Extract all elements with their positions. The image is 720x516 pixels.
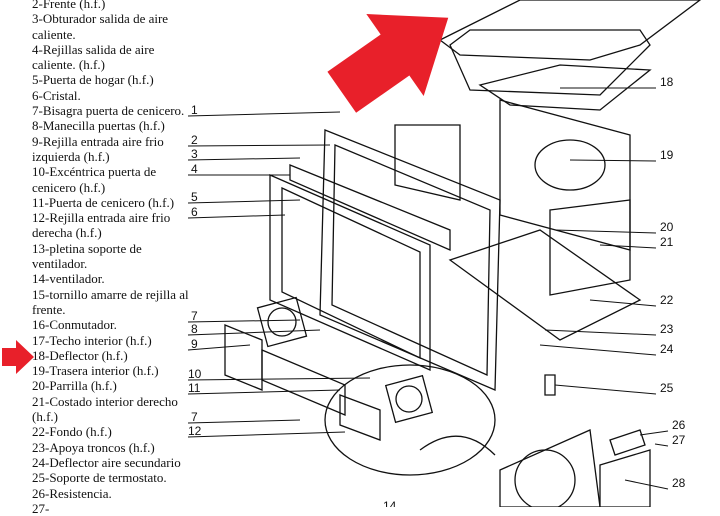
deflector-part [449,29,651,96]
leader-line [554,229,657,234]
parts-list-item: 9-Rejilla entrada aire frio [32,133,164,149]
callout-label: 28 [672,476,686,490]
parts-list-item: 11-Puerta de cenicero (h.f.) [32,194,175,210]
callout-label: 7 [191,410,198,424]
parts-list-item: frente. [32,301,66,317]
leader-line [187,214,286,219]
leader-line [539,344,657,356]
leader-line [569,159,657,162]
parts-list-item: 18-Deflector (h.f.) [32,347,128,363]
leader-line [187,144,331,147]
callout-label: 9 [191,337,198,351]
parts-list-item: 15-tornillo amarre de rejilla al [32,286,189,302]
callout-label: 11 [188,381,201,395]
parts-list-item: 4-Rejillas salida de aire [32,41,155,57]
leader-line [187,419,301,424]
parts-list-item: 21-Costado interior derecho [32,393,178,409]
parts-list: 2-Frente (h.f.)3-Obturador salida de air… [32,0,192,516]
parts-list-item: 8-Manecilla puertas (h.f.) [32,118,165,134]
leader-line [624,479,669,490]
side-panel [549,199,631,296]
door [269,174,431,371]
parts-list-item: caliente. (h.f.) [32,57,105,73]
callout-label: 14 [383,499,397,507]
parts-list-item: caliente. [32,26,76,42]
leader-line [187,389,341,395]
parts-list-item: 10-Excéntrica puerta de [32,164,157,180]
callout-label: 4 [191,162,198,176]
parts-list-item: ventilador. [32,256,88,272]
parts-list-item: derecha (h.f.) [32,225,102,241]
leader-line [187,344,251,351]
callout-label: 6 [191,205,198,219]
callout-label: 1 [191,103,198,117]
leader-line [589,299,657,307]
leader-line [187,157,301,161]
rear-panel [499,99,631,251]
leader-line [639,430,669,436]
leader-line [599,244,657,249]
parts-list-item: 7-Bisagra puerta de cenicero. [32,103,185,119]
callout-label: 24 [660,342,674,356]
callout-label: 20 [660,220,674,234]
leader-line [187,329,321,336]
callout-label: 21 [660,235,674,249]
leader-line [187,111,341,117]
parts-list-item: 5-Puerta de hogar (h.f.) [32,72,154,88]
leader-line [187,377,371,381]
callout-label: 18 [660,75,674,89]
callout-label: 3 [191,147,198,161]
parts-list-item: 12-Rejilla entrada aire frio [32,210,171,226]
parts-list-item: 24-Deflector aire secundario [32,454,181,470]
fan [256,296,308,348]
parts-list-item: 14-ventilador. [32,271,105,287]
parts-list-item: 25-Soporte de termostato. [32,470,167,486]
leader-line [187,319,301,323]
grille [394,124,461,201]
parts-list-item: 23-Apoya troncos (h.f.) [32,439,155,455]
red-arrow-small-icon [2,340,34,374]
callout-label: 27 [672,433,686,447]
top-cover [438,0,702,61]
callout-label: 22 [660,293,674,307]
parts-list-item: 17-Techo interior (h.f.) [32,332,152,348]
parts-list-item: 2-Frente (h.f.) [32,0,106,11]
parts-list-item: (h.f.) [32,409,58,425]
leader-line [544,329,657,336]
callout-label: 19 [660,148,674,162]
parts-list-item: cenicero (h.f.) [32,179,106,195]
parts-list-item: izquierda (h.f.) [32,148,110,164]
parts-list-item: 13-pletina soporte de [32,240,142,256]
fan-detail [499,429,601,507]
leader-line [187,199,301,204]
parts-list-item: 20-Parrilla (h.f.) [32,378,117,394]
leader-line [187,431,346,438]
parts-list-item: 19-Trasera interior (h.f.) [32,363,159,379]
callout-label: 26 [672,418,686,432]
parts-list-item: 6-Cristal. [32,87,81,103]
callout-label: 2 [191,133,198,147]
callout-label: 8 [191,322,198,336]
parts-list-item: 16-Conmutador. [32,317,117,333]
callout-label: 12 [188,424,202,438]
parts-list-item: 26-Resistencia. [32,485,112,501]
parts-list-item: 22-Fondo (h.f.) [32,424,112,440]
callout-label: 5 [191,190,198,204]
leader-line [554,384,657,395]
leader-line [654,443,669,447]
front-frame [319,129,501,391]
red-arrow-large-icon [327,14,449,113]
callout-label: 10 [188,367,202,381]
callout-label: 7 [191,309,198,323]
callout-label: 25 [660,381,674,395]
base [448,229,642,341]
parts-list-item: 3-Obturador salida de aire [32,11,169,27]
callout-label: 23 [660,322,674,336]
